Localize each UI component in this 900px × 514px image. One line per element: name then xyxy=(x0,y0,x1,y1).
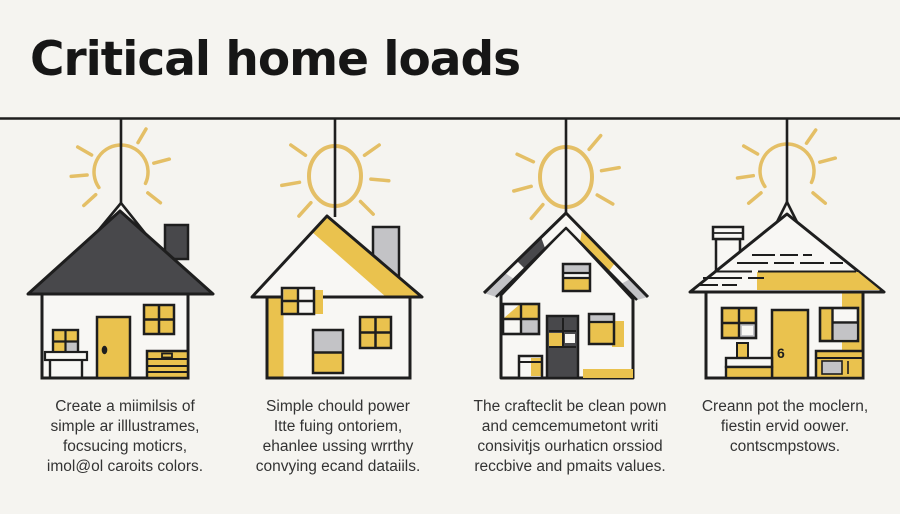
window-2-topleft xyxy=(280,286,323,316)
roof-shingle-dashes xyxy=(698,254,856,286)
wall-stripe-2 xyxy=(268,298,284,377)
chimney-1 xyxy=(163,223,190,261)
window-2-middle xyxy=(311,328,345,375)
caption-line: convying ecand dataiils. xyxy=(255,458,421,475)
caption-line: reccbive and pmaits values. xyxy=(474,458,666,475)
window-4-left xyxy=(720,306,758,340)
caption-line: contscmpstows. xyxy=(729,438,841,455)
caption-3: The crafteclit be clean pown and cemcemu… xyxy=(455,397,685,477)
caption-line: Itte fuing ontoriem, xyxy=(273,418,403,435)
caption-line: ehanlee ussing wrrthy xyxy=(262,438,414,455)
window-3-right xyxy=(587,312,624,347)
window-3-left xyxy=(501,302,541,336)
roof-band-4 xyxy=(757,272,880,290)
page-title: Critical home loads xyxy=(30,32,521,87)
caption-line: Simple chould power xyxy=(266,398,410,415)
house-4: 6 xyxy=(688,212,886,380)
door-3 xyxy=(545,314,580,380)
caption-line: Creann pot the moclern, xyxy=(701,398,869,415)
sun-icon-1 xyxy=(69,127,172,208)
caption-line: consivitjs ourhaticn orssiod xyxy=(477,438,663,455)
table-1 xyxy=(43,350,89,378)
window-2-right xyxy=(358,315,393,350)
cabinet-4 xyxy=(814,349,865,380)
house-3 xyxy=(482,211,650,380)
window-4-right xyxy=(818,306,860,343)
caption-line: The crafteclit be clean pown xyxy=(473,398,667,415)
floor-strip-3 xyxy=(583,369,633,378)
window-1-right xyxy=(142,303,176,336)
door-4: 6 xyxy=(770,308,810,380)
hanging-wire-4 xyxy=(775,118,799,223)
caption-line: fiestin ervid oower. xyxy=(720,418,850,435)
caption-line: imol@ol caroits colors. xyxy=(46,458,204,475)
roof-band-2 xyxy=(312,216,422,297)
caption-line: simple ar illlustrames, xyxy=(50,418,200,435)
house-2 xyxy=(250,214,424,380)
window-3-upper xyxy=(561,262,592,293)
window-1-left xyxy=(51,328,80,355)
caption-line: focsucing moticrs, xyxy=(62,438,188,455)
caption-1: Create a miimilsis of simple ar illlustr… xyxy=(10,397,240,477)
house-1 xyxy=(26,209,215,380)
door-number-label: 6 xyxy=(777,345,785,361)
sun-icon-4 xyxy=(735,128,838,205)
caption-4: Creann pot the moclern, fiestin ervid oo… xyxy=(670,397,900,457)
sink-4 xyxy=(724,342,774,380)
caption-line: and cemcemumetont writi xyxy=(481,418,659,435)
caption-2: Simple chould power Itte fuing ontoriem,… xyxy=(223,397,453,477)
window-3-bottomleft xyxy=(517,354,544,380)
door-1 xyxy=(95,315,132,380)
caption-line: Create a miimilsis of xyxy=(55,398,195,415)
dresser-1 xyxy=(145,349,190,380)
